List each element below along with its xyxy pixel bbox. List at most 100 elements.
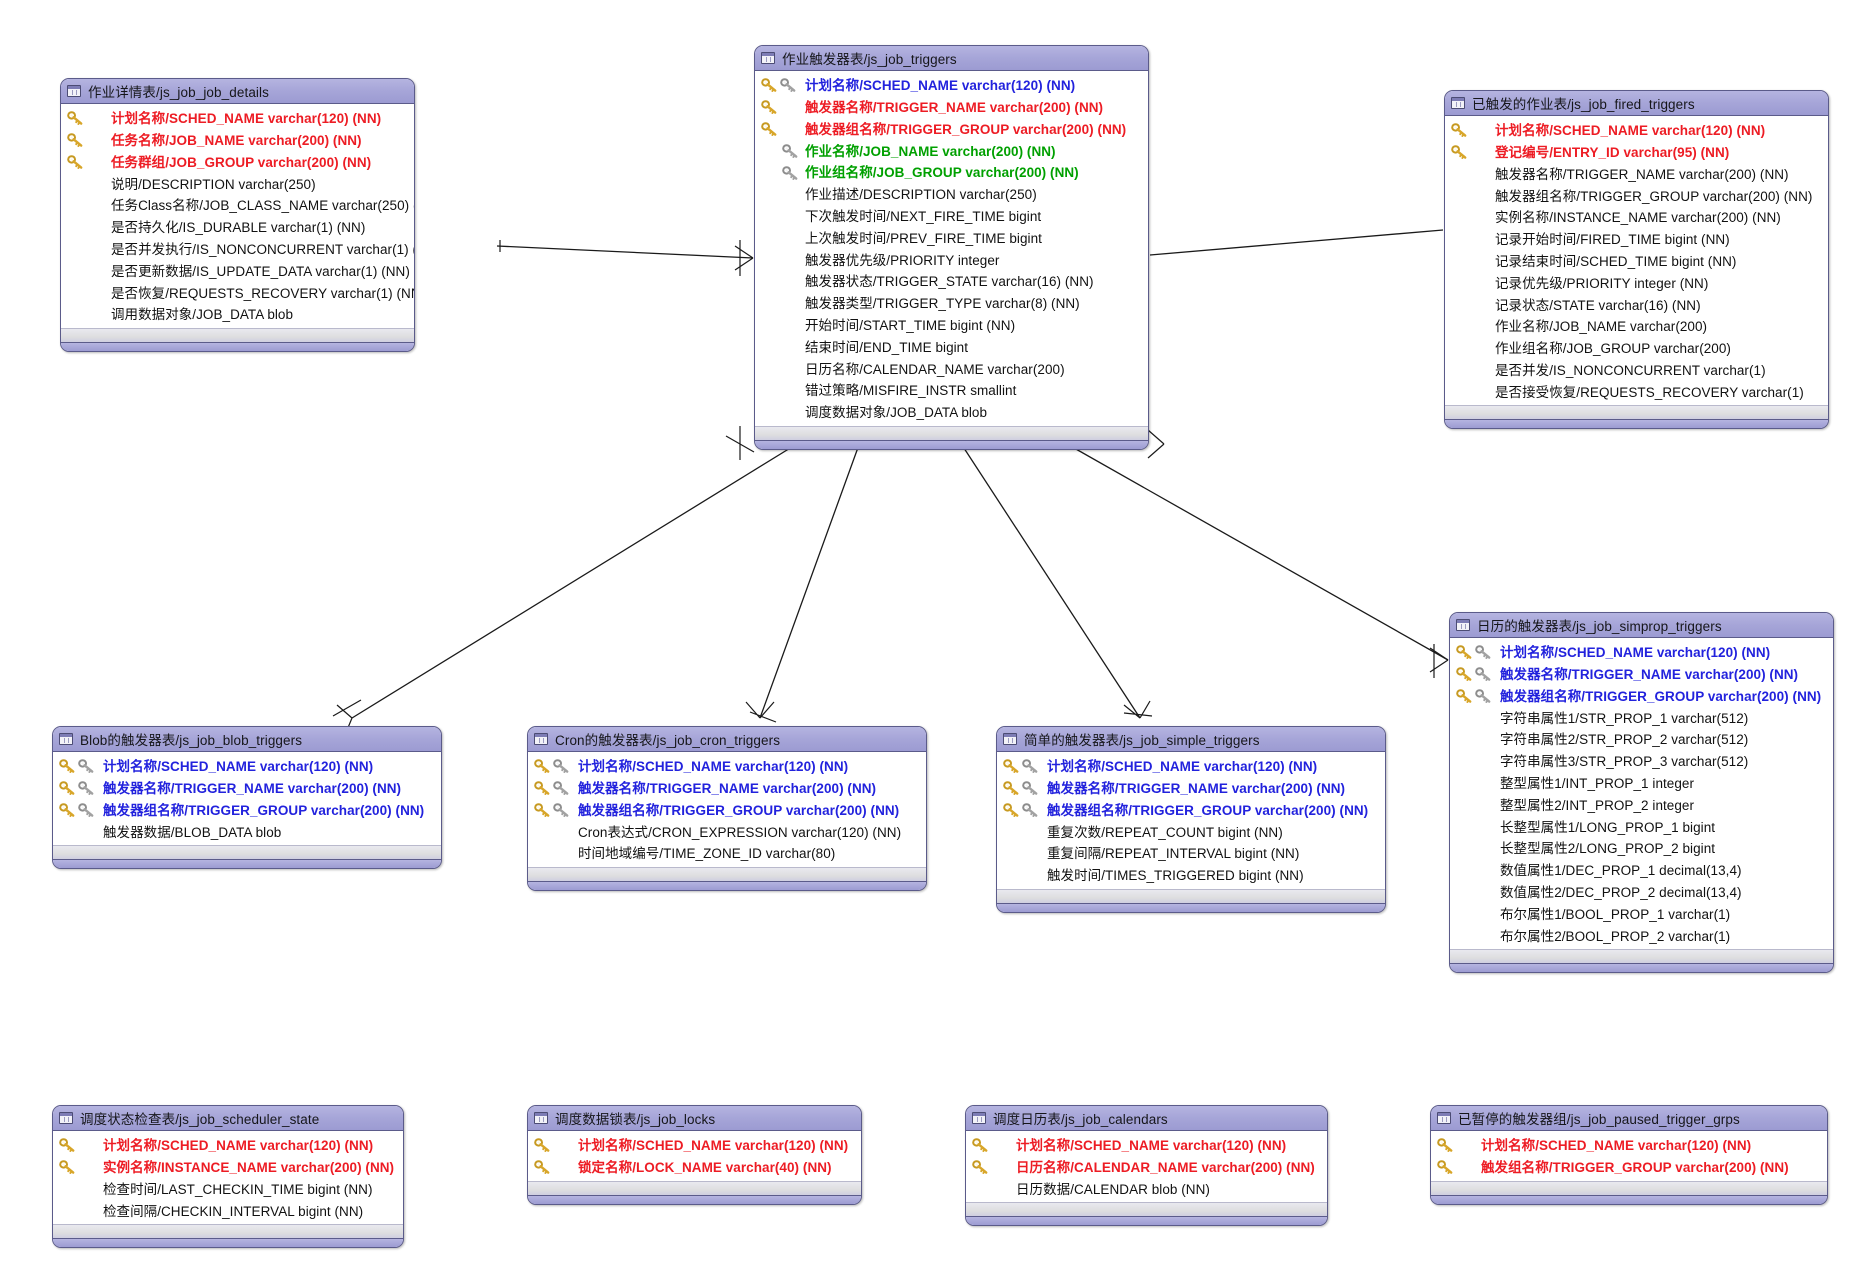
entity-table-js_job_scheduler_state[interactable]: 调度状态检查表/js_job_scheduler_state 计划名称/SCHED… [52,1105,404,1249]
entity-field-row[interactable]: 触发器组名称/TRIGGER_GROUP varchar(200) (NN) [1450,686,1833,708]
entity-field-row[interactable]: 计划名称/SCHED_NAME varchar(120) (NN) [528,1135,861,1157]
entity-field-row[interactable]: 是否更新数据/IS_UPDATE_DATA varchar(1) (NN) [61,261,414,283]
entity-field-row[interactable]: 作业名称/JOB_NAME varchar(200) [1445,316,1828,338]
entity-field-row[interactable]: 开始时间/START_TIME bigint (NN) [755,315,1148,337]
entity-field-row[interactable]: 计划名称/SCHED_NAME varchar(120) (NN) [1431,1135,1827,1157]
entity-field-row[interactable]: 是否并发/IS_NONCONCURRENT varchar(1) [1445,360,1828,382]
entity-field-row[interactable]: 布尔属性1/BOOL_PROP_1 varchar(1) [1450,904,1833,926]
entity-table-header[interactable]: Cron的触发器表/js_job_cron_triggers [528,727,926,752]
entity-table-js_job_fired_triggers[interactable]: 已触发的作业表/js_job_fired_triggers 计划名称/SCHED_… [1444,90,1829,430]
entity-field-row[interactable]: Cron表达式/CRON_EXPRESSION varchar(120) (NN… [528,821,926,843]
entity-field-row[interactable]: 数值属性1/DEC_PROP_1 decimal(13,4) [1450,860,1833,882]
entity-field-row[interactable]: 触发器名称/TRIGGER_NAME varchar(200) (NN) [997,778,1385,800]
entity-field-row[interactable]: 重复间隔/REPEAT_INTERVAL bigint (NN) [997,843,1385,865]
entity-field-row[interactable]: 调用数据对象/JOB_DATA blob [61,304,414,326]
entity-table-resize-grip[interactable] [997,902,1385,912]
entity-field-row[interactable]: 触发器组名称/TRIGGER_GROUP varchar(200) (NN) [1445,185,1828,207]
entity-field-row[interactable]: 字符串属性3/STR_PROP_3 varchar(512) [1450,751,1833,773]
entity-table-header[interactable]: 调度数据锁表/js_job_locks [528,1106,861,1131]
entity-field-row[interactable]: 字符串属性1/STR_PROP_1 varchar(512) [1450,707,1833,729]
entity-table-header[interactable]: 作业触发器表/js_job_triggers [755,46,1148,71]
entity-field-row[interactable]: 时间地域编号/TIME_ZONE_ID varchar(80) [528,843,926,865]
entity-table-resize-grip[interactable] [1431,1194,1827,1204]
entity-table-resize-grip[interactable] [53,859,441,869]
entity-field-row[interactable]: 触发组名称/TRIGGER_GROUP varchar(200) (NN) [1431,1157,1827,1179]
entity-field-row[interactable]: 触发器优先级/PRIORITY integer [755,249,1148,271]
entity-table-resize-grip[interactable] [53,1238,403,1248]
entity-field-row[interactable]: 日历名称/CALENDAR_NAME varchar(200) (NN) [966,1157,1327,1179]
entity-field-row[interactable]: 触发器名称/TRIGGER_NAME varchar(200) (NN) [1450,664,1833,686]
entity-field-row[interactable]: 计划名称/SCHED_NAME varchar(120) (NN) [528,756,926,778]
entity-field-row[interactable]: 触发器组名称/TRIGGER_GROUP varchar(200) (NN) [53,800,441,822]
entity-table-header[interactable]: 已触发的作业表/js_job_fired_triggers [1445,91,1828,116]
entity-table-js_job_locks[interactable]: 调度数据锁表/js_job_locks 计划名称/SCHED_NAME varch… [527,1105,862,1205]
entity-field-row[interactable]: 字符串属性2/STR_PROP_2 varchar(512) [1450,729,1833,751]
entity-table-header[interactable]: 日历的触发器表/js_job_simprop_triggers [1450,613,1833,638]
entity-field-row[interactable]: 说明/DESCRIPTION varchar(250) [61,173,414,195]
entity-field-row[interactable]: 实例名称/INSTANCE_NAME varchar(200) (NN) [53,1157,403,1179]
entity-table-js_job_simprop_triggers[interactable]: 日历的触发器表/js_job_simprop_triggers 计划名称/SCHE… [1449,612,1834,974]
entity-field-row[interactable]: 登记编号/ENTRY_ID varchar(95) (NN) [1445,142,1828,164]
entity-field-row[interactable]: 触发器名称/TRIGGER_NAME varchar(200) (NN) [755,97,1148,119]
entity-field-row[interactable]: 触发器名称/TRIGGER_NAME varchar(200) (NN) [1445,164,1828,186]
entity-field-row[interactable]: 长整型属性1/LONG_PROP_1 bigint [1450,816,1833,838]
entity-table-js_job_paused_trigger_grps[interactable]: 已暂停的触发器组/js_job_paused_trigger_grps 计划名称/… [1430,1105,1828,1205]
entity-table-resize-grip[interactable] [1445,419,1828,429]
entity-field-row[interactable]: 整型属性1/INT_PROP_1 integer [1450,773,1833,795]
entity-field-row[interactable]: 计划名称/SCHED_NAME varchar(120) (NN) [1445,120,1828,142]
entity-field-row[interactable]: 结束时间/END_TIME bigint [755,337,1148,359]
entity-table-header[interactable]: 调度状态检查表/js_job_scheduler_state [53,1106,403,1131]
entity-field-row[interactable]: 任务Class名称/JOB_CLASS_NAME varchar(250) (N… [61,195,414,217]
entity-table-resize-grip[interactable] [755,439,1148,449]
entity-table-js_job_triggers[interactable]: 作业触发器表/js_job_triggers 计划名称/SCHED_NAME va… [754,45,1149,450]
entity-field-row[interactable]: 是否并发执行/IS_NONCONCURRENT varchar(1) (NN) [61,239,414,261]
entity-field-row[interactable]: 触发器名称/TRIGGER_NAME varchar(200) (NN) [53,778,441,800]
entity-field-row[interactable]: 计划名称/SCHED_NAME varchar(120) (NN) [755,75,1148,97]
entity-field-row[interactable]: 计划名称/SCHED_NAME varchar(120) (NN) [61,108,414,130]
entity-field-row[interactable]: 触发器数据/BLOB_DATA blob [53,821,441,843]
entity-table-resize-grip[interactable] [528,880,926,890]
entity-field-row[interactable]: 是否恢复/REQUESTS_RECOVERY varchar(1) (NN) [61,282,414,304]
entity-table-header[interactable]: 作业详情表/js_job_job_details [61,79,414,104]
entity-table-resize-grip[interactable] [528,1194,861,1204]
entity-field-row[interactable]: 触发器状态/TRIGGER_STATE varchar(16) (NN) [755,271,1148,293]
entity-table-js_job_cron_triggers[interactable]: Cron的触发器表/js_job_cron_triggers 计划名称/SCHED… [527,726,927,891]
entity-field-row[interactable]: 触发器名称/TRIGGER_NAME varchar(200) (NN) [528,778,926,800]
entity-field-row[interactable]: 记录状态/STATE varchar(16) (NN) [1445,294,1828,316]
entity-table-header[interactable]: 已暂停的触发器组/js_job_paused_trigger_grps [1431,1106,1827,1131]
entity-field-row[interactable]: 触发器组名称/TRIGGER_GROUP varchar(200) (NN) [755,119,1148,141]
entity-field-row[interactable]: 触发器类型/TRIGGER_TYPE varchar(8) (NN) [755,293,1148,315]
entity-field-row[interactable]: 检查时间/LAST_CHECKIN_TIME bigint (NN) [53,1179,403,1201]
entity-field-row[interactable]: 是否持久化/IS_DURABLE varchar(1) (NN) [61,217,414,239]
entity-field-row[interactable]: 任务名称/JOB_NAME varchar(200) (NN) [61,130,414,152]
entity-field-row[interactable]: 数值属性2/DEC_PROP_2 decimal(13,4) [1450,882,1833,904]
entity-field-row[interactable]: 锁定名称/LOCK_NAME varchar(40) (NN) [528,1157,861,1179]
entity-field-row[interactable]: 重复次数/REPEAT_COUNT bigint (NN) [997,821,1385,843]
entity-field-row[interactable]: 布尔属性2/BOOL_PROP_2 varchar(1) [1450,925,1833,947]
entity-field-row[interactable]: 记录结束时间/SCHED_TIME bigint (NN) [1445,251,1828,273]
entity-field-row[interactable]: 计划名称/SCHED_NAME varchar(120) (NN) [1450,642,1833,664]
entity-field-row[interactable]: 作业组名称/JOB_GROUP varchar(200) (NN) [755,162,1148,184]
entity-field-row[interactable]: 上次触发时间/PREV_FIRE_TIME bigint [755,228,1148,250]
entity-field-row[interactable]: 计划名称/SCHED_NAME varchar(120) (NN) [966,1135,1327,1157]
entity-field-row[interactable]: 记录开始时间/FIRED_TIME bigint (NN) [1445,229,1828,251]
entity-field-row[interactable]: 记录优先级/PRIORITY integer (NN) [1445,273,1828,295]
entity-field-row[interactable]: 触发器组名称/TRIGGER_GROUP varchar(200) (NN) [528,800,926,822]
entity-field-row[interactable]: 日历数据/CALENDAR blob (NN) [966,1179,1327,1201]
entity-field-row[interactable]: 是否接受恢复/REQUESTS_RECOVERY varchar(1) [1445,382,1828,404]
entity-field-row[interactable]: 触发器组名称/TRIGGER_GROUP varchar(200) (NN) [997,800,1385,822]
entity-table-js_job_job_details[interactable]: 作业详情表/js_job_job_details 计划名称/SCHED_NAME … [60,78,415,352]
entity-field-row[interactable]: 计划名称/SCHED_NAME varchar(120) (NN) [997,756,1385,778]
entity-field-row[interactable]: 整型属性2/INT_PROP_2 integer [1450,795,1833,817]
entity-field-row[interactable]: 长整型属性2/LONG_PROP_2 bigint [1450,838,1833,860]
entity-field-row[interactable]: 计划名称/SCHED_NAME varchar(120) (NN) [53,1135,403,1157]
entity-field-row[interactable]: 检查间隔/CHECKIN_INTERVAL bigint (NN) [53,1200,403,1222]
entity-table-resize-grip[interactable] [966,1216,1327,1226]
entity-table-header[interactable]: Blob的触发器表/js_job_blob_triggers [53,727,441,752]
entity-field-row[interactable]: 日历名称/CALENDAR_NAME varchar(200) [755,358,1148,380]
entity-field-row[interactable]: 下次触发时间/NEXT_FIRE_TIME bigint [755,206,1148,228]
entity-field-row[interactable]: 调度数据对象/JOB_DATA blob [755,402,1148,424]
entity-table-header[interactable]: 调度日历表/js_job_calendars [966,1106,1327,1131]
